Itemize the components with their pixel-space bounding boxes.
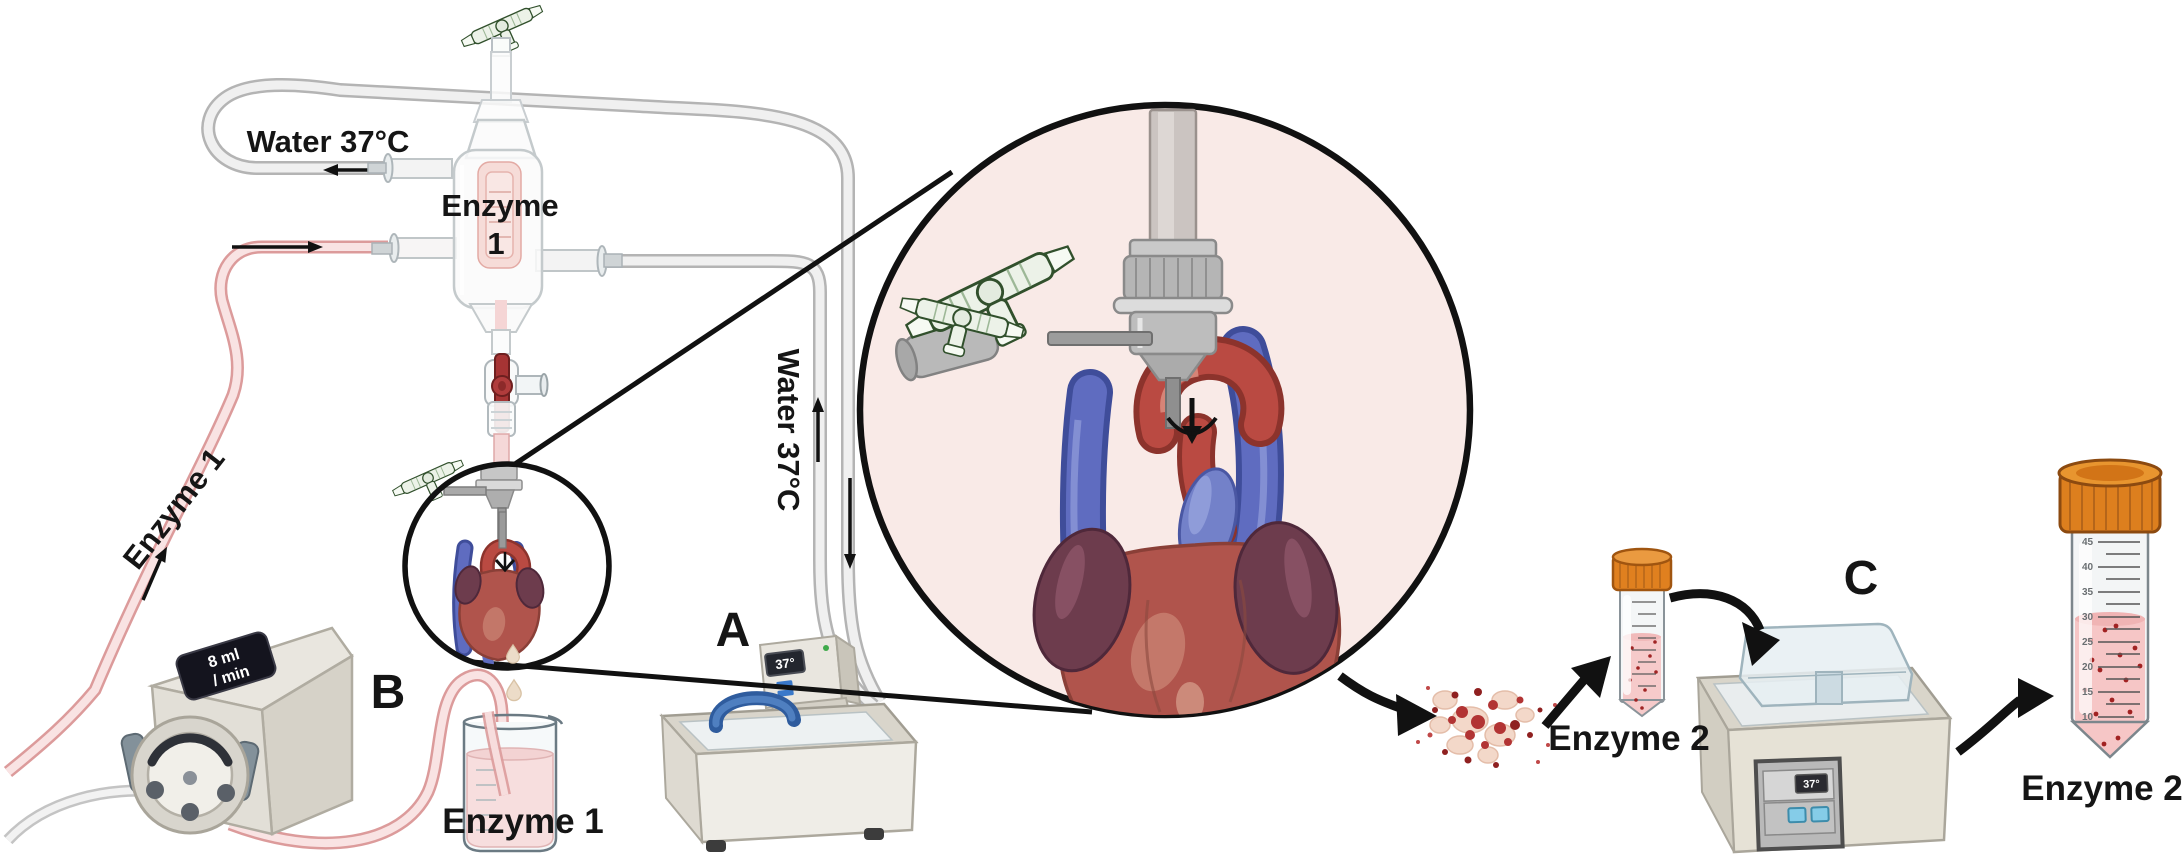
label-panel-c: C: [1844, 552, 1879, 605]
orange-cap-small: [1611, 547, 1673, 592]
water-bath-c: 37°: [1695, 622, 1953, 854]
label-enzyme1-tube: Enzyme 1: [116, 441, 232, 575]
label-enzyme2-suspension: Enzyme 2: [1548, 719, 1709, 758]
enzyme2-tube-final: 45 40 35 30 25 20 15 10: [2057, 458, 2163, 759]
minced-tissue: [1416, 686, 1557, 768]
bath-c-control-panel: 37°: [1753, 756, 1845, 852]
bath-a-handle: [709, 691, 801, 733]
label-enzyme1-beaker: Enzyme 1: [442, 802, 603, 841]
label-water-loop: Water 37°C: [247, 124, 410, 159]
orange-cap-final: [2057, 458, 2163, 534]
enzyme2-tube-small: [1611, 547, 1673, 718]
grad-10: 10: [2082, 712, 2094, 723]
label-water-column: Water 37°C: [771, 349, 806, 512]
heart-small: [452, 511, 545, 668]
red-stopcock: [484, 353, 549, 437]
final-tube-graduation-labels: 45 40 35 30 25 20 15 10: [2082, 537, 2094, 723]
water-outlet-port: [367, 153, 453, 183]
aorta-tie-arrow: [1166, 398, 1218, 444]
grad-15: 15: [2082, 687, 2094, 698]
grad-25: 25: [2082, 637, 2094, 648]
enzyme-inlet-port: [371, 233, 457, 263]
label-enzyme2-final: Enzyme 2: [2021, 769, 2182, 808]
grad-40: 40: [2082, 562, 2094, 573]
drip-drop-2: [506, 679, 522, 702]
label-panel-a: A: [716, 604, 751, 657]
pump-display: 8 ml / min: [175, 631, 277, 701]
water-inlet-port: [535, 245, 623, 277]
cannula-magnified: [891, 238, 1234, 444]
bath-a-temperature-display: 37°: [774, 655, 795, 672]
final-tube-ticks: [2098, 541, 2140, 718]
label-chamber-enzyme-line2: 1: [487, 226, 504, 261]
label-panel-b: B: [371, 666, 406, 719]
magnifier-circle-small: [402, 461, 612, 671]
grad-30: 30: [2082, 612, 2094, 623]
enzyme1-beaker: [462, 711, 564, 853]
grad-20: 20: [2082, 662, 2094, 673]
water-bath-a: 37°: [659, 634, 919, 852]
process-arrows: [1337, 589, 2054, 756]
peristaltic-pump: 8 ml / min: [120, 626, 354, 836]
grad-35: 35: [2082, 587, 2094, 598]
label-chamber-enzyme-line1: Enzyme: [441, 188, 558, 223]
pump-head: [120, 715, 260, 835]
bath-c-temperature-display: 37°: [1803, 778, 1820, 791]
grad-45: 45: [2082, 537, 2094, 548]
callout-line-upper: [510, 169, 954, 469]
callout-line-lower: [471, 659, 1093, 715]
magnified-view-content: [891, 108, 1342, 715]
three-way-valve-cannula-small: [390, 456, 472, 515]
perfusion-column: [367, 1, 623, 469]
